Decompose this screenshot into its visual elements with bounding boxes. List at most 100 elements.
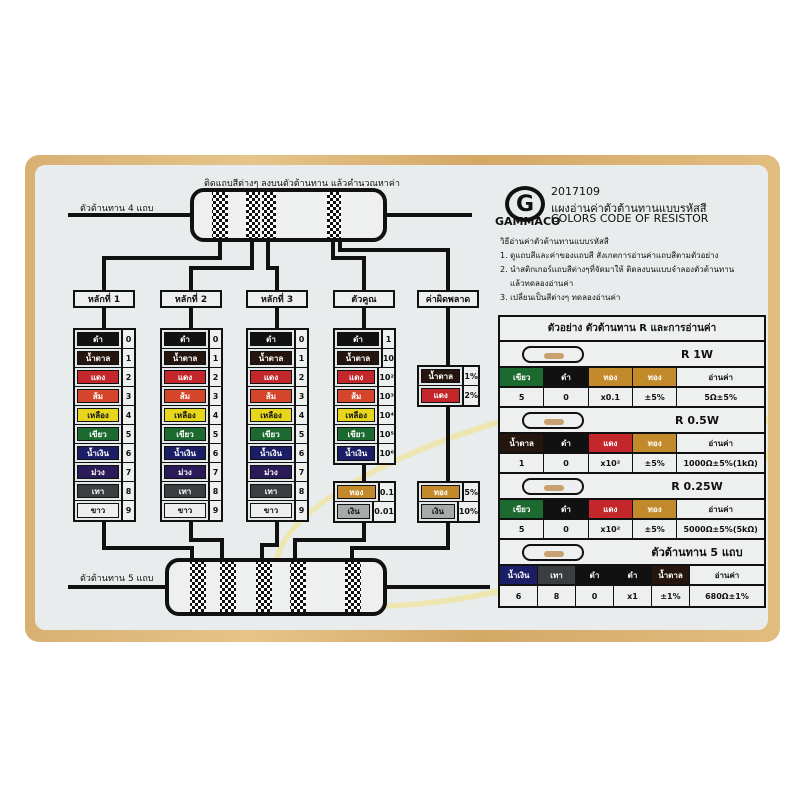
color-chip-gray: เทา [77,484,119,498]
color-value: 5% [462,483,478,501]
color-chip-red: แดง [164,370,206,384]
example-bands-row: น้ำตาลดำแดงทองอ่านค่า [500,434,764,454]
color-chip-yellow: เหลือง [337,408,376,422]
color-value: 9 [121,501,134,520]
color-value: 4 [294,406,307,424]
band-gold: ทอง [632,368,678,386]
label-4-band: ตัวต้านทาน 4 แถบ [80,204,154,214]
color-value: 10² [377,368,394,386]
example-name: R 0.5W [675,413,719,427]
resistor-photo [522,345,584,363]
gammaco-g-logo-icon: G [505,186,545,222]
color-value: 1 [208,349,221,367]
band-red: แดง [588,434,633,452]
band-value: 0 [576,586,614,606]
read-value-label: อ่านค่า [677,500,764,518]
color-chip-yellow: เหลือง [77,408,119,422]
color-chip-violet: ม่วง [77,465,119,479]
read-value-label: อ่านค่า [690,566,764,584]
band-black: ดำ [544,500,589,518]
color-value: 5 [208,425,221,443]
band-black: ดำ [544,368,589,386]
instruction-item: 3. เปลี่ยนเป็นสีต่างๆ ทดลองอ่านค่า [500,293,621,302]
color-chip-blue: น้ำเงิน [164,446,206,460]
band-slot [262,192,276,238]
band-value: ±5% [632,454,678,472]
example-table-title: ตัวอย่าง ตัวต้านทาน R และการอ่านค่า [500,317,764,342]
band-slot [256,562,272,612]
color-value: 10% [456,502,478,521]
color-chip-green: เขียว [337,427,376,441]
band-slot [190,562,206,612]
color-chip-orange: ส้ม [77,389,119,403]
color-value: 6 [208,444,221,462]
color-chip-red: แดง [77,370,119,384]
example-bands-row: เขียวดำทองทองอ่านค่า [500,368,764,388]
resistor-body [544,550,564,557]
example-resistor-photo-row: ตัวต้านทาน 5 แถบ [500,540,764,566]
color-value: 0 [208,330,221,348]
color-chip-orange: ส้ม [164,389,206,403]
color-chip-gold: ทอง [421,485,461,499]
result-value: 5Ω±5% [677,388,764,406]
color-chip-black: ดำ [164,332,206,346]
color-value: 9 [294,501,307,520]
color-value: 5 [121,425,134,443]
band-slot [212,192,228,238]
example-bands-row: น้ำเงินเทาดำดำน้ำตาลอ่านค่า [500,566,764,586]
band-slot [290,562,306,612]
color-value: 8 [208,482,221,500]
color-value: 0 [121,330,134,348]
color-chip-violet: ม่วง [250,465,292,479]
color-chip-gold: ทอง [337,485,376,499]
brand-name: GAMMACO [495,215,561,228]
column-header: หลักที่ 3 [246,290,308,308]
color-chip-brown: น้ำตาล [337,351,379,365]
band-slot [246,192,260,238]
color-value: 8 [294,482,307,500]
band-slot [345,562,361,612]
color-chip-blue: น้ำเงิน [77,446,119,460]
band-value: ±5% [632,388,678,406]
color-chip-white: ขาว [250,503,292,518]
color-chip-brown: น้ำตาล [250,351,292,365]
color-value: 3 [294,387,307,405]
color-chip-black: ดำ [77,332,119,346]
color-chip-brown: น้ำตาล [421,369,461,383]
color-value: 3 [121,387,134,405]
color-chip-green: เขียว [164,427,206,441]
band-brown: น้ำตาล [652,566,690,584]
example-resistor-photo-row: R 0.25W [500,474,764,500]
color-chip-yellow: เหลือง [250,408,292,422]
example-table: ตัวอย่าง ตัวต้านทาน R และการอ่านค่า R 1W… [498,315,766,608]
band-value: 6 [500,586,538,606]
color-chip-red: แดง [337,370,376,384]
result-value: 1000Ω±5%(1kΩ) [677,454,764,472]
band-value: 8 [538,586,576,606]
